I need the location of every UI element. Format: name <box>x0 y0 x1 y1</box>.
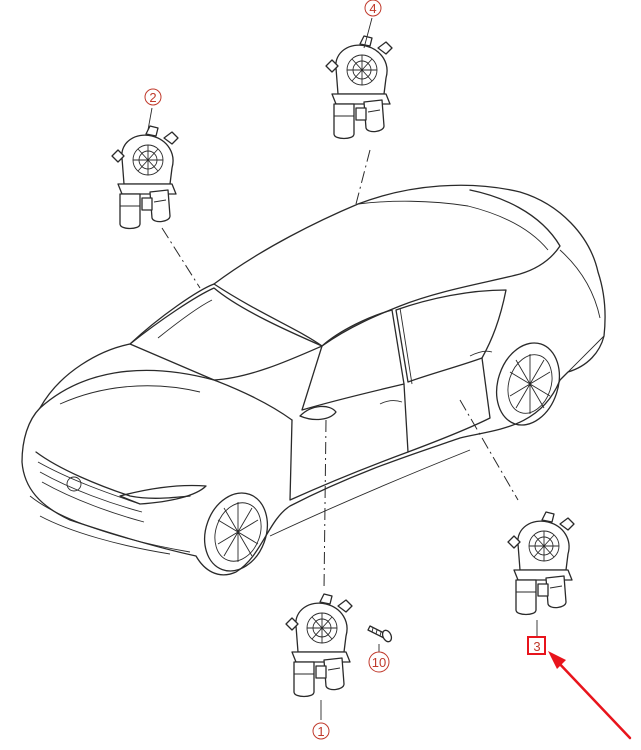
svg-text:1: 1 <box>317 724 324 739</box>
window-motor-2 <box>111 125 179 230</box>
callout-10: 10 <box>368 651 390 673</box>
car-illustration <box>21 184 606 576</box>
svg-text:4: 4 <box>369 1 376 16</box>
callout-3: 3 <box>527 636 546 655</box>
window-motor-1 <box>285 593 353 698</box>
leader-lines <box>161 149 519 591</box>
svg-text:2: 2 <box>149 90 156 105</box>
screw-part-10 <box>367 625 394 644</box>
svg-text:10: 10 <box>372 655 386 670</box>
callout-2: 2 <box>144 88 162 106</box>
svg-text:3: 3 <box>533 639 540 654</box>
window-motor-3 <box>507 511 575 616</box>
callout-4: 4 <box>364 0 382 17</box>
window-motor-4 <box>325 35 393 140</box>
callout-3-highlight-box <box>527 636 546 655</box>
callout-1: 1 <box>312 722 330 740</box>
red-pointer-arrow <box>548 651 632 740</box>
